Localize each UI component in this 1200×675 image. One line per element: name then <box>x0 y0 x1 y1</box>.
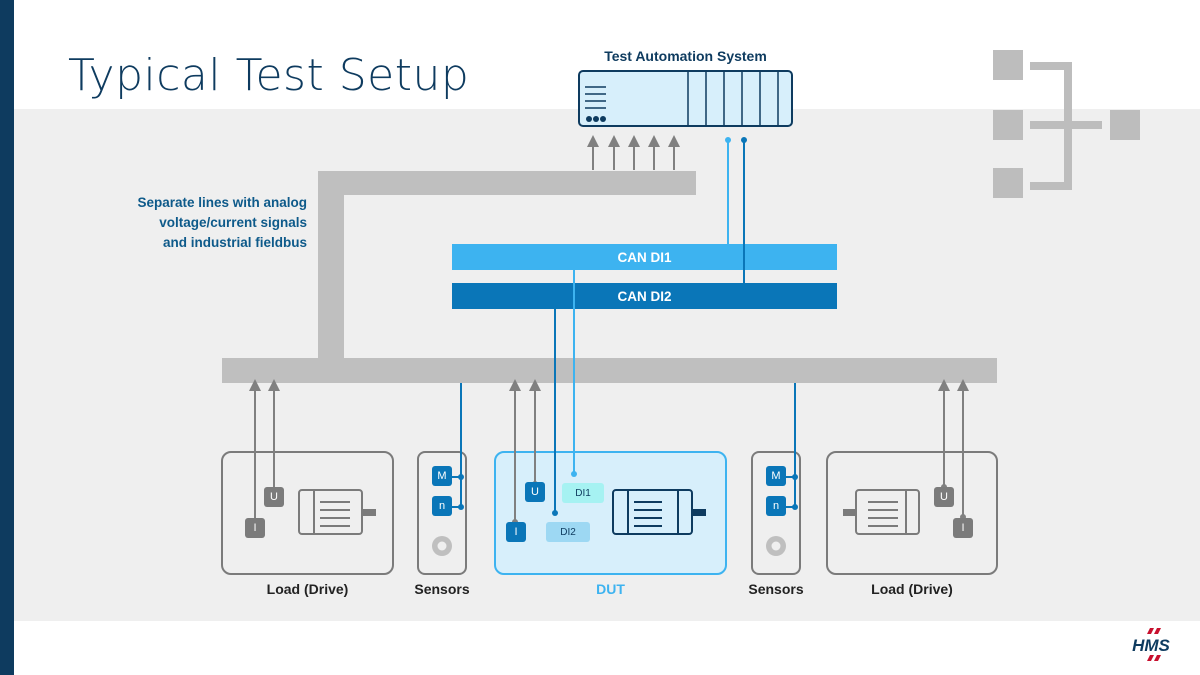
dut-di2-tag: DI2 <box>546 522 590 542</box>
tas-label: Test Automation System <box>604 48 767 64</box>
dut-box <box>494 451 727 575</box>
motor-icon-right <box>843 489 920 535</box>
analog-signal-trunk <box>222 171 997 383</box>
dut-voltage-tag: U <box>525 482 545 502</box>
test-automation-system-icon <box>578 70 793 127</box>
signal-note: Separate lines with analog voltage/curre… <box>137 193 307 253</box>
sensors-right-torque-tag: M <box>766 466 786 486</box>
can-di1-bar <box>452 244 837 270</box>
load-left-voltage-tag: U <box>264 487 284 507</box>
sensors-right-speed-tag: n <box>766 496 786 516</box>
load-right-label: Load (Drive) <box>871 581 953 597</box>
load-right-voltage-tag: U <box>934 487 954 507</box>
sensors-left-label: Sensors <box>414 581 470 597</box>
sensors-left-speed-tag: n <box>432 496 452 516</box>
can-di2-label: CAN DI2 <box>617 288 672 304</box>
hms-logo: HMS <box>1120 628 1182 662</box>
load-left-current-tag: I <box>245 518 265 538</box>
sensor-knob-right <box>766 536 786 556</box>
page-title: Typical Test Setup <box>68 50 470 101</box>
motor-icon-dut <box>612 489 706 535</box>
load-left-label: Load (Drive) <box>266 581 349 597</box>
can-di2-bar <box>452 283 837 309</box>
fieldbus-lines <box>451 270 796 513</box>
load-left-box <box>221 451 394 575</box>
signal-note-line-2: voltage/current signals <box>159 215 307 230</box>
load-right-box <box>826 451 998 575</box>
decorative-network-icon <box>993 50 1140 198</box>
sensors-right-label: Sensors <box>748 581 804 597</box>
can-di1-label: CAN DI1 <box>617 249 672 265</box>
left-accent-bar <box>0 0 14 675</box>
load-right-current-tag: I <box>953 518 973 538</box>
sensors-left-torque-tag: M <box>432 466 452 486</box>
dut-current-tag: I <box>506 522 526 542</box>
motor-icon-left <box>298 489 376 535</box>
dut-label: DUT <box>596 581 625 597</box>
hms-logo-text: HMS <box>1132 636 1170 655</box>
analog-signal-lines <box>249 379 969 524</box>
dut-di1-tag: DI1 <box>562 483 604 503</box>
tas-input-arrows <box>587 135 680 170</box>
hms-logo-mark: HMS <box>1132 628 1171 661</box>
signal-note-line-1: Separate lines with analog <box>137 195 307 210</box>
signal-note-line-3: and industrial fieldbus <box>162 235 307 250</box>
can-to-tas-lines <box>725 137 747 283</box>
sensor-knob-left <box>432 536 452 556</box>
